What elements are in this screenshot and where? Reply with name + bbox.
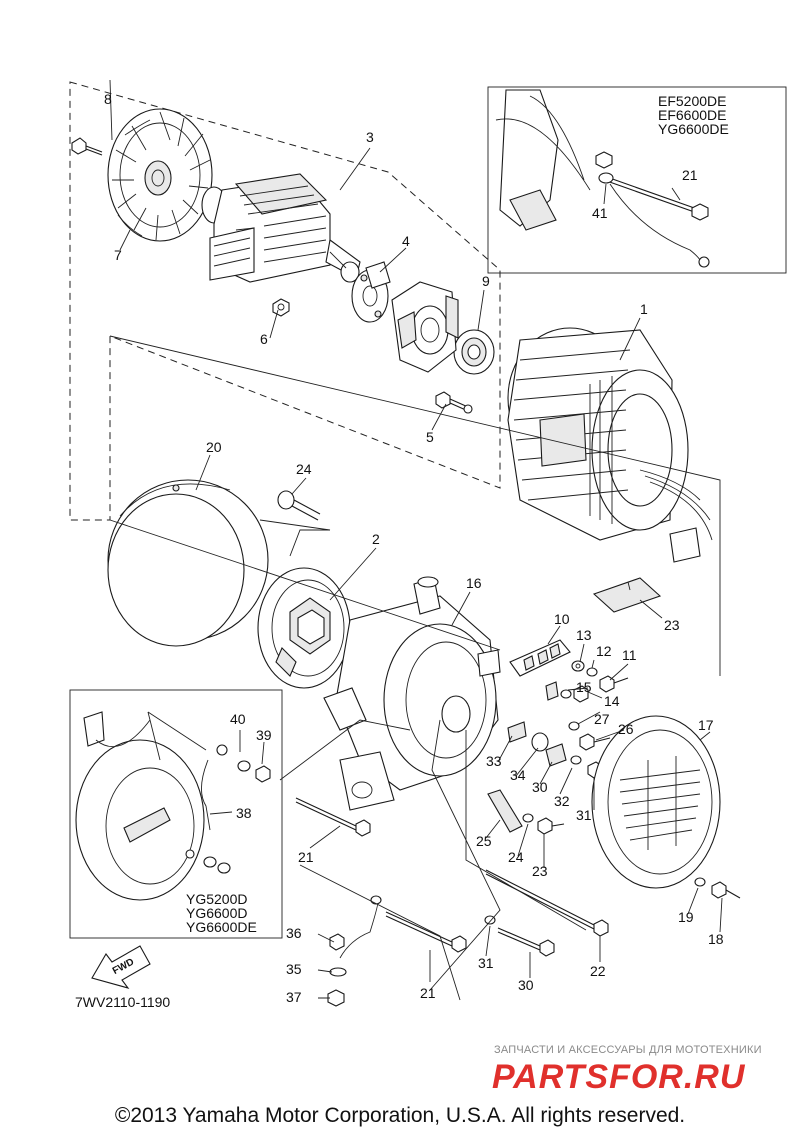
part-end-cover-17 [591,715,721,889]
callout-41: 39 [256,727,272,743]
part-stator-1 [507,327,713,563]
callout-15: 15 [576,679,592,695]
callout-33: 31 [576,807,592,823]
callout-31: 31 [478,955,494,971]
callout-4: 4 [402,233,410,249]
part-pad-25 [592,577,662,613]
part-bolt-26 [277,490,321,521]
leader-lines [109,79,723,1001]
callout-8: 8 [104,91,112,107]
inset-top-right [487,86,787,274]
callout-38: 36 [286,925,302,941]
part-hardware-32-36 [507,721,617,779]
part-cooling-fan-7 [107,108,213,242]
callout-32: 30 [532,779,548,795]
callout-21-bottom: 21 [420,985,436,1001]
model-label-6: YG6600DE [186,919,257,935]
part-bolt-8 [71,137,103,156]
callout-35: 33 [486,753,502,769]
part-bearing-9 [453,329,495,375]
model-label-1: EF5200DE [658,93,726,109]
rotor-group-outline [69,81,501,521]
exploded-parts-diagram: FWD 8 3 7 4 9 6 5 1 20 24 2 16 23 10 13 … [69,79,787,1007]
callout-40: 38 [236,805,252,821]
callout-23: 23 [532,863,548,879]
callout-20: 20 [206,439,222,455]
part-terminal-bracket-10 [509,639,571,677]
callout-12: 12 [596,643,612,659]
callout-37: 35 [286,961,302,977]
part-hardware-28-29 [568,721,611,751]
diagram-code: 7WV2110-1190 [75,994,171,1010]
callout-34: 32 [554,793,570,809]
inset-top-right-models: EF5200DE EF6600DE YG6600DE [658,93,729,137]
part-nut-6 [272,298,290,317]
callout-21-top-inset: 21 [682,167,698,183]
callout-1: 1 [640,301,648,317]
callout-26: 24 [296,461,312,477]
copyright-notice: ©2013 Yamaha Motor Corporation, U.S.A. A… [114,1104,686,1127]
callout-21-housing: 21 [298,849,314,865]
callout-13: 13 [576,627,592,643]
callout-24: 24 [508,849,524,865]
model-label-3: YG6600DE [658,121,729,137]
part-bolt-5 [435,391,473,414]
callout-28: 26 [618,721,634,737]
fwd-arrow-icon: FWD [91,945,151,989]
part-long-bolts [295,797,609,957]
callout-42: 40 [230,711,246,727]
callout-10: 10 [554,611,570,627]
callout-39: 37 [286,989,302,1005]
callout-6: 6 [260,331,268,347]
callout-2: 2 [372,531,380,547]
part-housing-16 [323,576,501,811]
callout-14: 14 [604,693,620,709]
model-label-2: EF6600DE [658,107,726,123]
part-cover-band-20 [107,479,269,647]
callout-5: 5 [426,429,434,445]
part-rotor-cover-2 [257,567,351,689]
model-label-5: YG6600D [186,905,247,921]
callout-19: 19 [678,909,694,925]
callout-17: 17 [698,717,714,733]
inset-bottom-left [69,689,283,939]
callout-30: 30 [518,977,534,993]
callout-29: 27 [594,711,610,727]
callout-7: 7 [114,247,122,263]
part-ground-wire-37-39 [327,895,382,1007]
part-hardware-23-27 [487,789,565,835]
callout-numbers: 8 3 7 4 9 6 5 1 20 24 2 16 23 10 13 12 1… [104,91,724,1005]
part-bracket-front [391,281,459,373]
callout-18: 18 [708,931,724,947]
watermark-tagline: ЗАПЧАСТИ И АКСЕССУАРЫ ДЛЯ МОТОТЕХНИКИ [494,1044,762,1056]
callout-27: 25 [476,833,492,849]
callout-3: 3 [366,129,374,145]
callout-43: 41 [592,205,608,221]
part-hardware-18-19 [694,877,741,899]
callout-9: 9 [482,273,490,289]
callout-36: 34 [510,767,526,783]
inset-bottom-left-models: YG5200D YG6600D YG6600DE [186,891,257,935]
part-rotor-3 [201,173,361,283]
callout-25: 23 [664,617,680,633]
watermark-logo: PARTSFOR.RU [492,1058,746,1096]
callout-16: 16 [466,575,482,591]
callout-11: 11 [622,647,637,663]
watermark-logo-text: PARTSFOR.RU [492,1058,746,1096]
model-label-4: YG5200D [186,891,247,907]
callout-22: 22 [590,963,606,979]
